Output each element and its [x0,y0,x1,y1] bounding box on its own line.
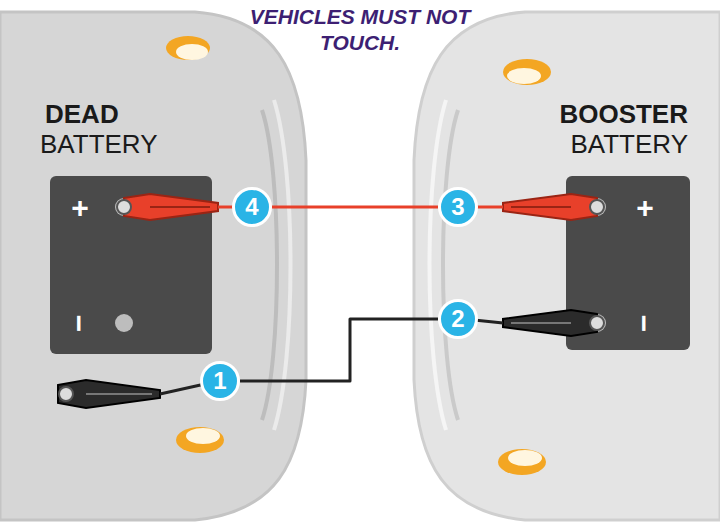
callout-circle: 2 [438,299,478,339]
callout-number: 1 [213,369,226,393]
terminal-sign: − [629,314,662,332]
car-label: BATTERY [570,130,688,159]
headlight [508,450,542,466]
black-clamp [503,310,604,336]
car-label: BOOSTER [559,100,688,129]
car-label: BATTERY [40,130,158,159]
terminal-sign: + [636,191,654,224]
headlight [186,428,220,444]
jumper-cable [240,319,438,381]
car-trim [262,110,277,420]
callout-circle: 3 [438,187,478,227]
red-clamp [117,194,218,220]
jumper-cable [272,206,438,209]
dead-car [0,12,306,520]
callout-number: 3 [451,195,464,219]
red-clamp [503,194,604,220]
red-wire [474,206,503,209]
headlight [176,44,208,60]
callout-circle: 4 [232,187,272,227]
headlight [176,427,224,453]
car-trim [443,110,458,420]
headlight [166,36,210,60]
terminal-sign: + [71,191,89,224]
booster-car [414,12,720,520]
headlight [507,68,541,84]
callout-number: 4 [245,195,258,219]
callout-number: 2 [451,307,464,331]
terminal-sign: − [64,314,97,332]
title: VEHICLES MUST NOT TOUCH. [230,4,490,56]
black-clamp [58,380,160,408]
black-wire [474,320,503,323]
headlight [498,449,546,475]
car-label: DEAD [45,100,119,129]
terminal [115,314,133,332]
black-wire [160,384,205,394]
headlight [503,59,551,85]
car-trim [430,100,447,430]
callout-circle: 1 [200,361,240,401]
